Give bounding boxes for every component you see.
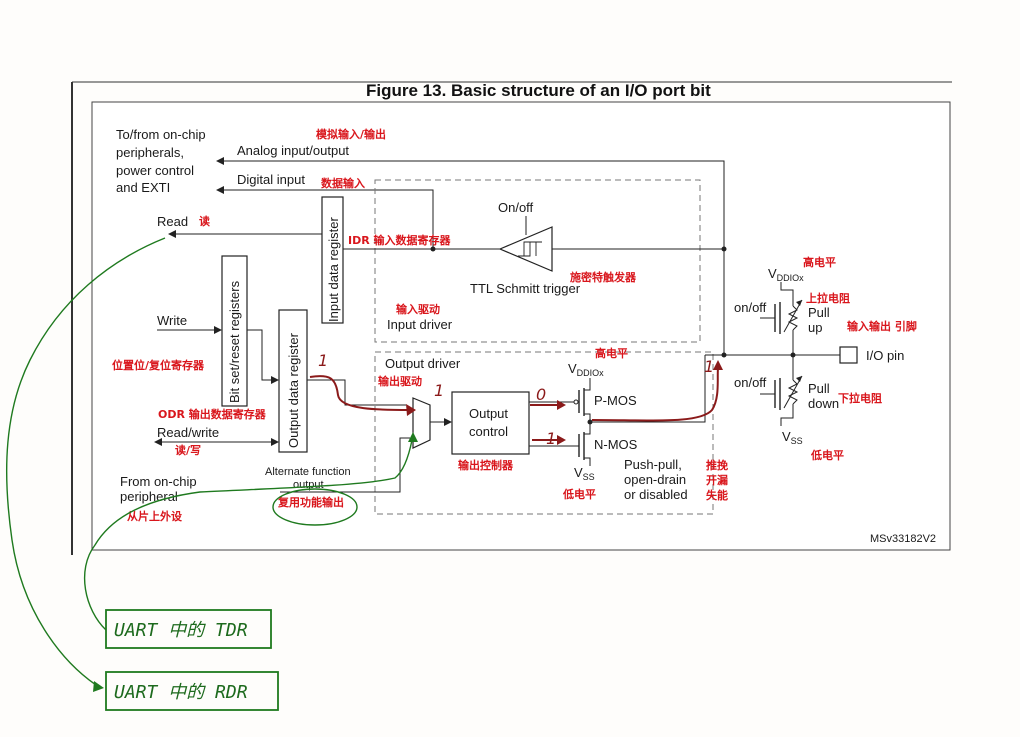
bsrr-to-odr-wire — [247, 329, 272, 381]
io-pin-terminal — [839, 346, 858, 364]
push-pull-label-1: Push-pull, — [624, 457, 682, 472]
pmos-high-level-annotation: 高电平 — [595, 346, 628, 360]
input-driver-region — [374, 179, 701, 343]
from-onchip-label-1: From on-chip — [120, 474, 197, 489]
nmos-drain — [584, 422, 591, 435]
bit-set-reset-annotation: 位置位/复位寄存器 — [112, 358, 205, 372]
write-label: Write — [157, 313, 187, 328]
read-write-annotation: 读/写 — [175, 443, 201, 457]
from-onchip-label-2: peripheral — [120, 489, 178, 504]
output-mux — [412, 397, 431, 449]
alt-output-annotation: 复用功能输出 — [277, 495, 344, 509]
high-level-top-annotation: 高电平 — [803, 255, 836, 269]
pmos-vdd-label: VDDIOx — [568, 361, 604, 378]
handwritten-mark-0: 0 — [536, 385, 546, 404]
pull-down-label-2: down — [808, 396, 839, 411]
output-data-register-label: Output data register — [286, 332, 301, 448]
output-controller-annotation: 输出控制器 — [458, 458, 514, 472]
peripherals-label-3: power control — [116, 163, 194, 178]
nmos-label: N-MOS — [594, 437, 638, 452]
output-control-block — [451, 391, 530, 455]
pull-up-label-1: Pull — [808, 305, 830, 320]
peripherals-label-1: To/from on-chip — [116, 127, 206, 142]
push-pull-annotation-2: 开漏 — [706, 473, 728, 487]
pmos-source — [584, 413, 591, 422]
read-annotation: 读 — [199, 214, 210, 228]
low-level-bottom-annotation: 低电平 — [810, 448, 844, 462]
odr-annotation: ODR 输出数据寄存器 — [158, 407, 267, 421]
handwritten-alt-link — [83, 439, 413, 631]
pull-down-label-1: Pull — [808, 381, 830, 396]
figure-title: Figure 13. Basic structure of an I/O por… — [366, 81, 711, 100]
handwritten-mark-1a: 1 — [318, 351, 328, 370]
bit-set-reset-register — [221, 255, 248, 407]
uart-rdr-label: UART 中的 RDR — [114, 682, 248, 703]
push-pull-annotation-1: 推挽 — [706, 458, 728, 472]
input-data-register-label: Input data register — [326, 217, 341, 322]
digital-input-wire — [222, 189, 434, 249]
nmos-vss-label: VSS — [574, 465, 595, 482]
schmitt-trigger-label: TTL Schmitt trigger — [470, 281, 581, 296]
odr-to-mux-wire — [307, 379, 406, 406]
input-driver-label: Input driver — [387, 317, 453, 332]
handwritten-output-path — [591, 367, 719, 422]
input-data-register — [321, 196, 344, 324]
analog-wire — [222, 160, 725, 355]
pmos-label: P-MOS — [594, 393, 637, 408]
handwritten-read-link — [5, 237, 166, 686]
pullup-resistor — [787, 305, 799, 331]
push-pull-annotation-3: 失能 — [706, 488, 728, 502]
output-driver-label: Output driver — [385, 356, 461, 371]
idr-annotation: IDR 输入数据寄存器 — [348, 233, 452, 247]
peripherals-label-2: peripherals, — [116, 145, 184, 160]
pull-up-label-2: up — [808, 320, 822, 335]
uart-tdr-box — [105, 609, 272, 649]
trigger-on-off-label: On/off — [498, 200, 534, 215]
pulldown-on-off-label: on/off — [734, 375, 767, 390]
digital-input-annotation: 数据输入 — [321, 176, 365, 190]
push-pull-label-3: or disabled — [624, 487, 688, 502]
alt-function-label-2: output — [293, 479, 324, 491]
handwritten-circle-alt-output — [272, 488, 358, 526]
uart-tdr-label: UART 中的 TDR — [114, 620, 248, 641]
pull-down-annotation: 下拉电阻 — [838, 391, 882, 405]
pullup-on-off-label: on/off — [734, 300, 767, 315]
pull-up-annotation: 上拉电阻 — [806, 291, 850, 305]
nmos-source — [584, 457, 591, 466]
read-write-label: Read/write — [157, 425, 219, 440]
output-control-label-1: Output — [469, 406, 508, 421]
pulldown-lower-wire — [780, 404, 794, 426]
analog-label: Analog input/output — [237, 143, 349, 158]
peripherals-label-4: and EXTI — [116, 180, 170, 195]
output-driver-annotation: 输出驱动 — [378, 374, 422, 388]
bit-set-reset-label: Bit set/reset registers — [227, 280, 242, 403]
analog-annotation: 模拟输入/输出 — [316, 127, 386, 141]
io-pin-annotation: 输入输出 引脚 — [847, 319, 917, 333]
input-driver-annotation: 输入驱动 — [396, 302, 440, 316]
from-peripheral-annotation: 从片上外设 — [127, 509, 183, 523]
handwritten-mark-1b: 1 — [434, 381, 444, 400]
digital-input-label: Digital input — [237, 172, 305, 187]
uart-rdr-box — [105, 671, 279, 711]
handwritten-mark-1d: 1 — [704, 357, 714, 376]
output-control-label-2: control — [469, 424, 508, 439]
figure-ref-code: MSv33182V2 — [870, 533, 936, 545]
push-pull-label-2: open-drain — [624, 472, 686, 487]
pulldown-vss-label: VSS — [782, 429, 803, 446]
handwritten-odr-path — [309, 375, 411, 411]
pmos-drain — [584, 378, 591, 391]
pullup-vdd-label: VDDIOx — [768, 266, 804, 283]
io-pin-label: I/O pin — [866, 348, 904, 363]
nmos-low-level-annotation: 低电平 — [562, 487, 596, 501]
handwritten-mark-1c: 1 — [546, 429, 556, 448]
alt-function-label-1: Alternate function — [265, 466, 351, 478]
output-node-wire — [590, 355, 706, 423]
read-label: Read — [157, 214, 188, 229]
output-data-register — [278, 309, 308, 453]
schmitt-annotation: 施密特触发器 — [570, 270, 637, 284]
pullup-upper-wire — [780, 282, 794, 306]
